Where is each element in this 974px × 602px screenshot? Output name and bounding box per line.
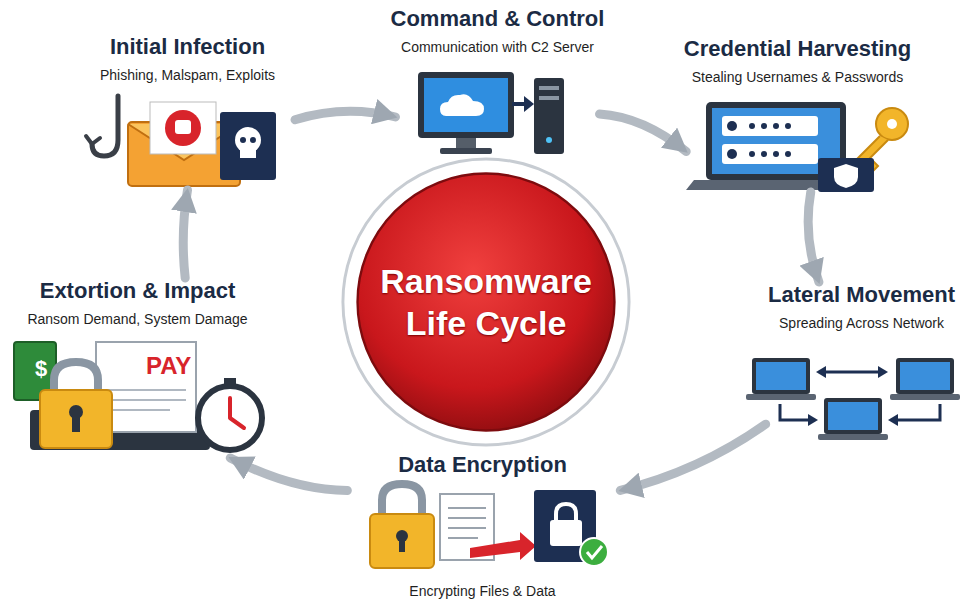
phishing-icon [86,96,276,186]
cycle-arrow [600,114,687,151]
extortion-icon [14,342,262,450]
dollar-sign: $ [35,356,47,382]
stage-node: Lateral MovementSpreading Across Network [755,282,968,440]
cycle-arrow [295,111,396,119]
stage-subtitle: Ransom Demand, System Damage [27,310,247,328]
stage-node: Command & ControlCommunication with C2 S… [370,6,625,156]
cycle-arrow [620,424,765,490]
stage-title: Initial Infection [110,34,265,60]
stage-subtitle: Encrypting Files & Data [409,582,555,600]
encryption-icon [370,484,608,568]
stage-title: Lateral Movement [768,282,955,308]
stage-node: Initial InfectionPhishing, Malspam, Expl… [80,34,295,190]
hub-title: Ransomware Life Cycle [376,260,596,345]
pay-text: PAY [146,352,191,380]
stage-title: Command & Control [391,6,605,32]
c2-icon [418,72,564,154]
cycle-arrow [183,190,187,278]
stage-subtitle: Communication with C2 Server [401,38,594,56]
center-circle: Ransomware Life Cycle [340,156,632,448]
stage-title: Data Encryption [398,452,567,478]
stage-title: Credential Harvesting [684,36,911,62]
stage-subtitle: Spreading Across Network [779,314,944,332]
stage-subtitle: Stealing Usernames & Passwords [692,68,904,86]
cycle-arrow [230,458,347,490]
network-icon [746,358,960,440]
hub-circle [340,156,632,448]
stage-subtitle: Phishing, Malspam, Exploits [100,66,275,84]
stage-node: Credential HarvestingStealing Usernames … [665,36,930,192]
cycle-arrow [808,192,819,282]
credential-icon [686,102,908,192]
stage-node: Data EncryptionEncrypting Files & Data [350,452,615,600]
stage-title: Extortion & Impact [40,278,236,304]
